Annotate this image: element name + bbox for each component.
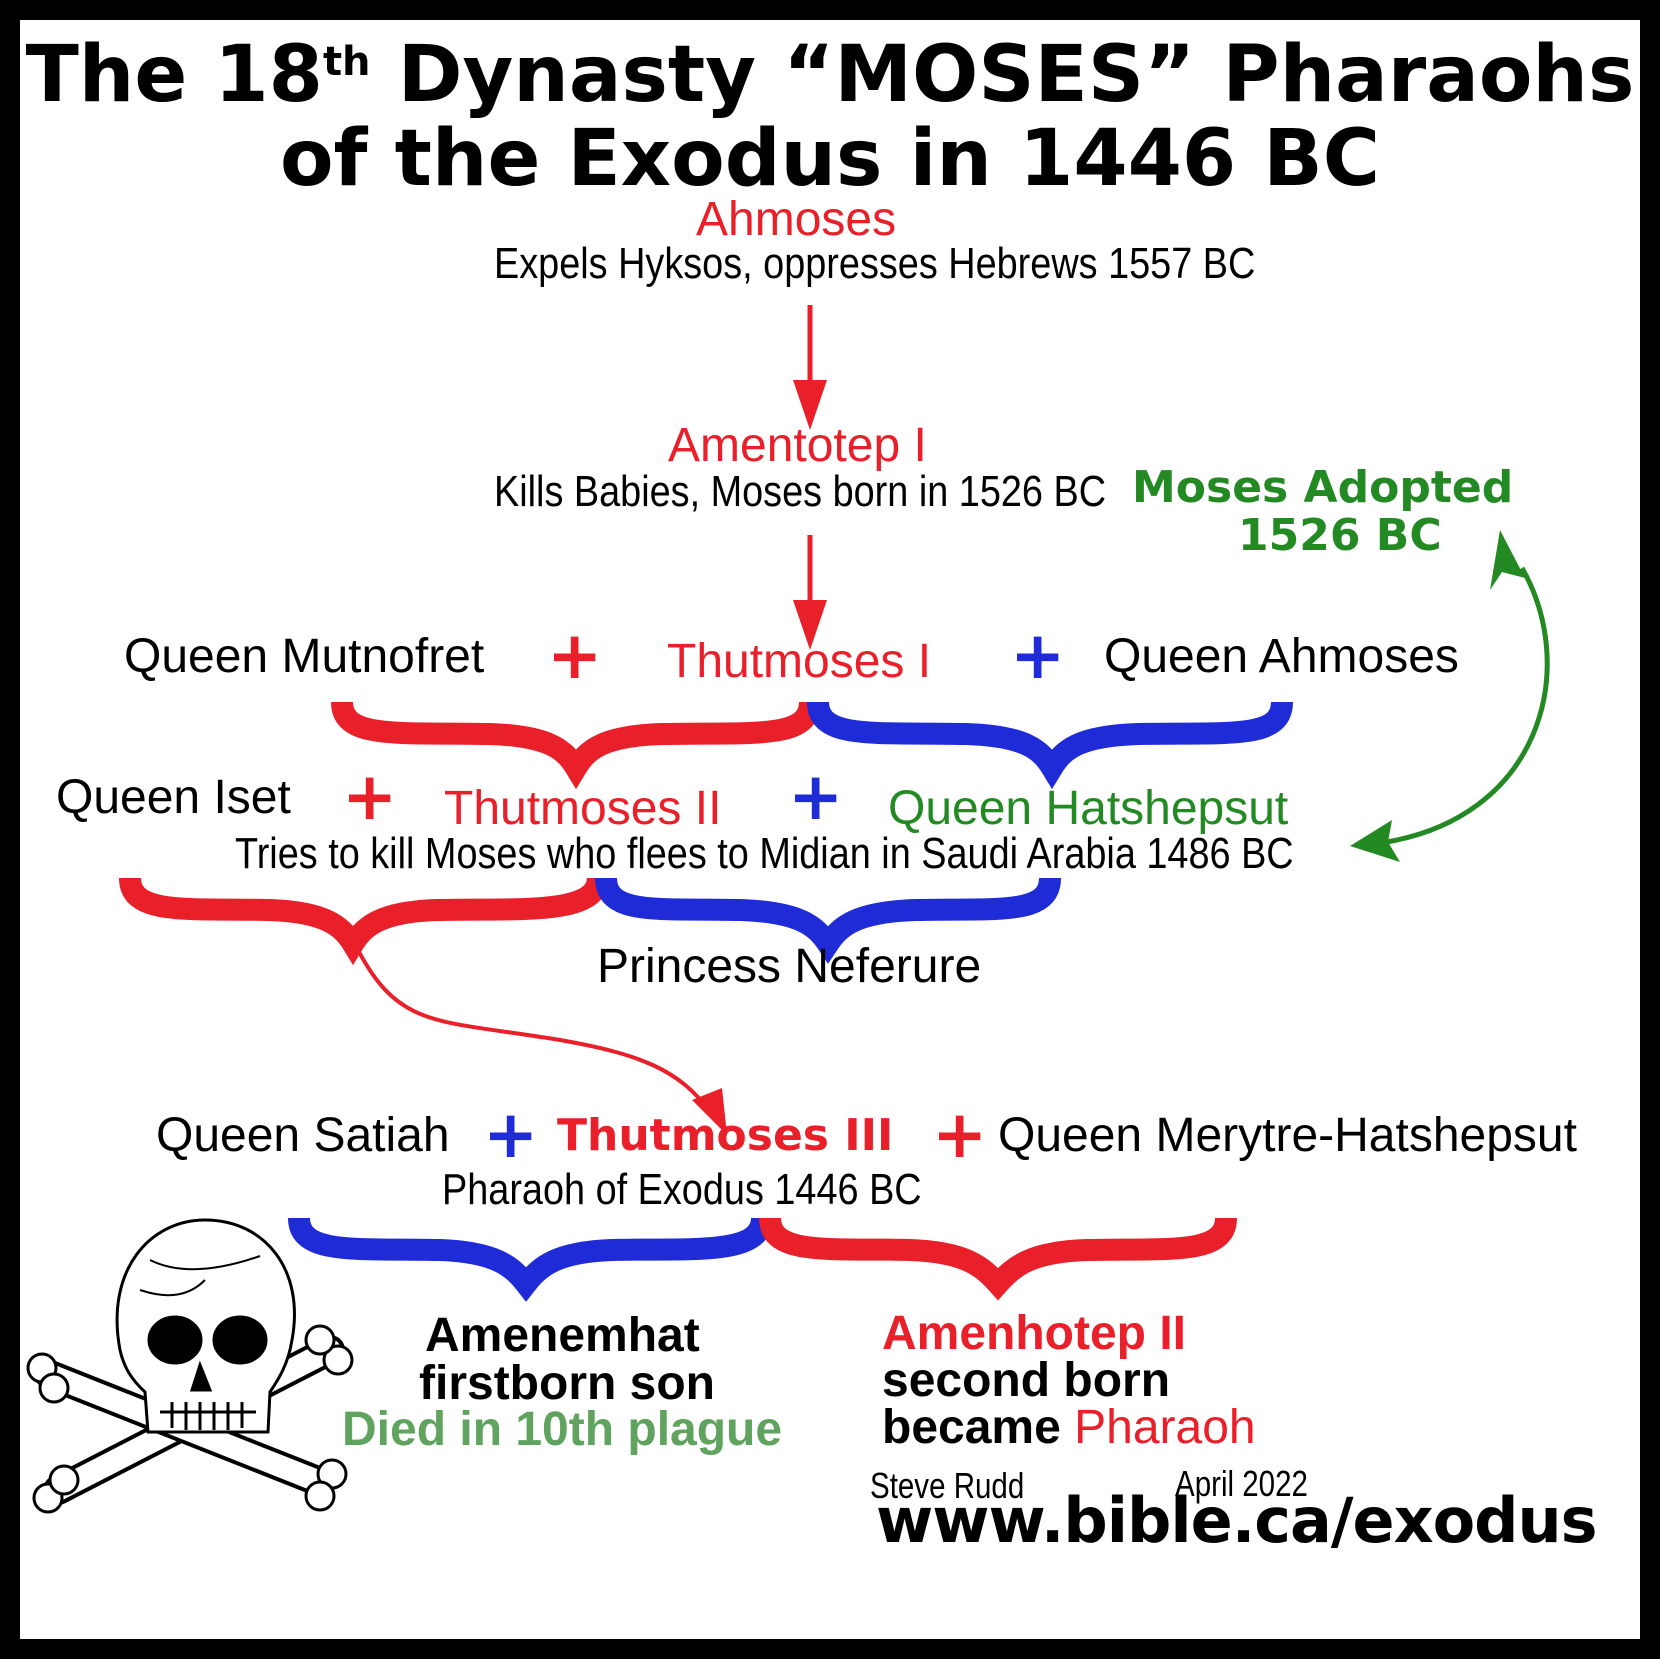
node-amentotep-desc: Kills Babies, Moses born in 1526 BC — [494, 467, 1107, 516]
footer-url[interactable]: www.bible.ca/exodus — [876, 1484, 1598, 1557]
node-ahmoses-desc: Expels Hyksos, oppresses Hebrews 1557 BC — [494, 239, 1256, 288]
node-queen-hatshepsut: Queen Hatshepsut — [888, 782, 1289, 835]
diagram-canvas: The 18th Dynasty “MOSES” Pharaohs of the… — [20, 20, 1640, 1639]
arrow-iset-to-thutmoses3 — [356, 949, 727, 1135]
plus-sign-blue: + — [788, 758, 844, 835]
brace-thutmoses3-merytre — [759, 1216, 1237, 1301]
plus-sign-red: + — [547, 617, 603, 694]
title-line-1: The 18th Dynasty “MOSES” Pharaohs — [25, 30, 1635, 120]
node-thutmoses-3-desc: Pharaoh of Exodus 1446 BC — [442, 1165, 922, 1214]
plus-sign-blue: + — [483, 1096, 539, 1173]
node-princess-neferure: Princess Neferure — [597, 940, 982, 993]
title-line-2: of the Exodus in 1446 BC — [279, 114, 1381, 204]
node-amentotep-name: Amentotep I — [668, 419, 927, 472]
node-amenhotep-role: second born — [882, 1354, 1171, 1407]
arrow-amentotep-to-thutmoses1 — [793, 535, 827, 650]
node-queen-mutnofret: Queen Mutnofret — [124, 630, 485, 683]
plus-sign-red: + — [932, 1096, 988, 1173]
footer-date: April 2022 — [1175, 1463, 1308, 1504]
node-amenemhat-role: firstborn son — [419, 1357, 715, 1410]
arrow-ahmoses-to-amentotep — [793, 305, 827, 430]
node-amenemhat-fate: Died in 10th plague — [342, 1403, 783, 1456]
skull-crossbones-icon — [26, 1218, 354, 1514]
node-queen-merytre: Queen Merytre-Hatshepsut — [998, 1109, 1577, 1162]
node-thutmoses-3: Thutmoses III — [557, 1110, 894, 1161]
footer-author: Steve Rudd — [870, 1465, 1025, 1506]
plus-sign-red: + — [342, 758, 398, 835]
node-thutmoses-2: Thutmoses II — [444, 782, 722, 835]
brace-mutnofret-thutmoses1 — [331, 700, 821, 790]
node-amenemhat-name: Amenemhat — [425, 1309, 700, 1362]
brace-thutmoses2-hatshepsut — [595, 876, 1061, 964]
moses-adopted-line1: Moses Adopted — [1132, 462, 1514, 513]
node-ahmoses-name: Ahmoses — [696, 193, 897, 246]
node-thutmoses-1: Thutmoses I — [667, 635, 932, 688]
node-queen-iset: Queen Iset — [56, 771, 291, 824]
moses-adopted-line2: 1526 BC — [1238, 510, 1442, 561]
brace-iset-thutmoses2 — [119, 876, 609, 966]
node-amenhotep-fate: became Pharaoh — [882, 1401, 1256, 1454]
plus-sign-blue: + — [1010, 617, 1066, 694]
brace-thutmoses1-ahmoses — [807, 700, 1293, 790]
connectors-layer — [26, 305, 1550, 1514]
node-thutmoses-2-desc: Tries to kill Moses who flees to Midian … — [235, 829, 1294, 878]
node-amenhotep-name: Amenhotep II — [882, 1307, 1187, 1360]
brace-satiah-thutmoses3 — [288, 1216, 773, 1302]
node-queen-satiah: Queen Satiah — [156, 1109, 450, 1162]
arrow-adoption-link — [1350, 530, 1550, 862]
node-queen-ahmoses: Queen Ahmoses — [1104, 630, 1459, 683]
